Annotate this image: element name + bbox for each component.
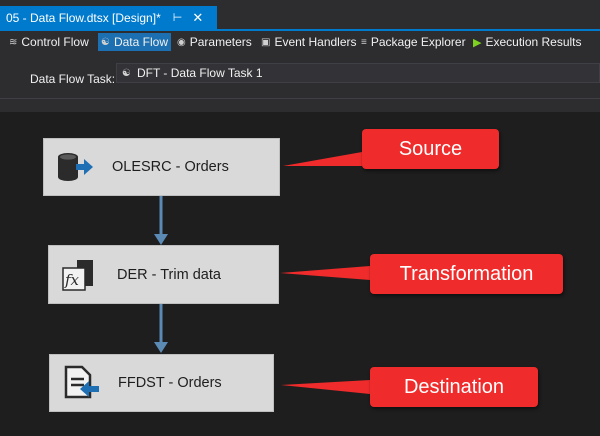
tab-execution-results[interactable]: ▶ Execution Results	[470, 33, 585, 51]
callout-destination: Destination	[370, 367, 538, 407]
event-handlers-icon: ▣	[261, 36, 271, 48]
component-name: DER - Trim data	[117, 266, 221, 283]
execution-results-icon: ▶	[473, 36, 482, 49]
tab-execution-results-label: Execution Results	[485, 35, 582, 49]
component-name: OLESRC - Orders	[112, 159, 229, 175]
tab-event-handlers-label: Event Handlers	[274, 35, 357, 49]
data-flow-task-dropdown[interactable]: ☯ DFT - Data Flow Task 1	[116, 63, 600, 83]
canvas-separator	[0, 98, 600, 113]
data-flow-task-value: DFT - Data Flow Task 1	[136, 66, 263, 80]
callout-source: Source	[362, 129, 499, 169]
component-ole-db-source[interactable]: OLESRC - Orders	[43, 138, 280, 196]
component-flat-file-destination[interactable]: FFDST - Orders	[49, 354, 274, 412]
data-flow-icon: ☯	[101, 36, 110, 48]
callout-transformation-label: Transformation	[399, 262, 534, 285]
data-flow-task-label: Data Flow Task:	[30, 72, 116, 86]
callout-destination-label: Destination	[403, 375, 505, 398]
close-icon[interactable]: ✕	[192, 9, 204, 25]
tab-parameters[interactable]: ◉ Parameters	[174, 33, 255, 51]
data-flow-task-bar: Data Flow Task: ☯ DFT - Data Flow Task 1	[0, 53, 600, 98]
document-tab[interactable]: 05 - Data Flow.dtsx [Design]* ⊢ ✕	[0, 6, 217, 29]
component-name: FFDST - Orders	[118, 375, 222, 391]
designer-toolbar: ≋ Control Flow ☯ Data Flow ◉ Parameters …	[0, 31, 600, 53]
tab-package-explorer-label: Package Explorer	[370, 35, 466, 49]
package-explorer-icon: ≡	[361, 36, 367, 48]
parameters-icon: ◉	[177, 36, 186, 48]
control-flow-icon: ≋	[9, 36, 18, 48]
svg-text:fx: fx	[64, 271, 80, 289]
callout-source-label: Source	[398, 137, 463, 160]
document-tab-title: 05 - Data Flow.dtsx [Design]*	[6, 10, 161, 25]
derived-column-icon: fx	[62, 259, 93, 291]
tab-event-handlers[interactable]: ▣ Event Handlers	[258, 33, 360, 51]
ole-db-source-icon	[58, 153, 93, 181]
pin-icon[interactable]: ⊢	[172, 12, 183, 24]
tab-data-flow[interactable]: ☯ Data Flow	[98, 33, 171, 51]
flat-file-destination-icon	[64, 365, 99, 399]
tab-data-flow-label: Data Flow	[113, 35, 168, 49]
document-tab-bar: 05 - Data Flow.dtsx [Design]* ⊢ ✕	[0, 0, 600, 29]
tab-control-flow-label: Control Flow	[21, 35, 89, 49]
tab-underline	[0, 29, 600, 31]
tab-parameters-label: Parameters	[189, 35, 252, 49]
data-flow-task-icon: ☯	[122, 67, 131, 79]
component-derived-column[interactable]: fx DER - Trim data	[48, 245, 279, 304]
tab-control-flow[interactable]: ≋ Control Flow	[6, 33, 92, 51]
callout-transformation: Transformation	[370, 254, 563, 294]
tab-package-explorer[interactable]: ≡ Package Explorer	[358, 33, 469, 51]
